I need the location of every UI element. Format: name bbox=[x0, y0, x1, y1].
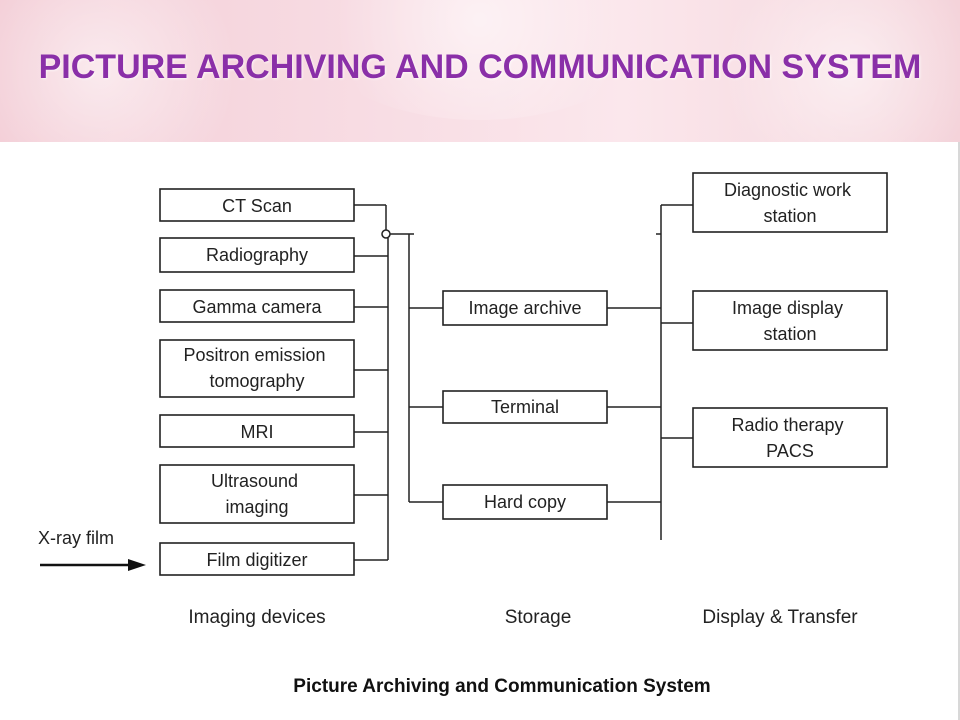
display-diagnostic-work-station: Diagnostic work station bbox=[692, 172, 888, 233]
input-label: X-ray film bbox=[38, 528, 114, 548]
storage-label: Image archive bbox=[468, 298, 581, 318]
title-banner: PICTURE ARCHIVING AND COMMUNICATION SYST… bbox=[0, 0, 960, 142]
imaging-device-label: Film digitizer bbox=[206, 550, 307, 570]
display-image-display-station: Image display station bbox=[692, 290, 888, 351]
diagram-caption: Picture Archiving and Communication Syst… bbox=[293, 676, 710, 697]
imaging-device-mri: MRI bbox=[159, 414, 355, 448]
imaging-device-positron-emission-tomography: Positron emission tomography bbox=[159, 339, 355, 398]
junction-node bbox=[381, 229, 391, 239]
column-label-storage: Storage bbox=[505, 607, 572, 628]
display-label: Radio therapy PACS bbox=[731, 415, 848, 461]
storage-image-archive: Image archive bbox=[442, 290, 608, 326]
display-label: Diagnostic work station bbox=[724, 180, 856, 226]
imaging-device-label: MRI bbox=[241, 422, 274, 442]
imaging-device-label: Radiography bbox=[206, 245, 308, 265]
imaging-device-gamma-camera: Gamma camera bbox=[159, 289, 355, 323]
page-title: PICTURE ARCHIVING AND COMMUNICATION SYST… bbox=[38, 48, 922, 86]
input-arrow bbox=[40, 559, 146, 571]
storage-terminal: Terminal bbox=[442, 390, 608, 424]
column-label-imaging: Imaging devices bbox=[188, 607, 325, 628]
display-label: Image display station bbox=[732, 298, 848, 344]
imaging-device-label: Positron emission tomography bbox=[183, 345, 330, 391]
display-radio-therapy-pacs: Radio therapy PACS bbox=[692, 407, 888, 468]
imaging-device-ultrasound-imaging: Ultrasound imaging bbox=[159, 464, 355, 524]
column-label-display: Display & Transfer bbox=[702, 607, 858, 628]
storage-bus bbox=[408, 234, 661, 503]
imaging-device-film-digitizer: Film digitizer bbox=[159, 542, 355, 576]
display-bus bbox=[656, 204, 693, 540]
storage-hard-copy: Hard copy bbox=[442, 484, 608, 520]
imaging-device-radiography: Radiography bbox=[159, 237, 355, 273]
imaging-device-label: CT Scan bbox=[222, 196, 292, 216]
imaging-bus bbox=[354, 204, 414, 561]
imaging-device-label: Ultrasound imaging bbox=[211, 471, 303, 517]
imaging-device-ct-scan: CT Scan bbox=[159, 188, 355, 222]
imaging-device-label: Gamma camera bbox=[192, 297, 322, 317]
storage-label: Hard copy bbox=[484, 492, 566, 512]
storage-label: Terminal bbox=[491, 397, 559, 417]
